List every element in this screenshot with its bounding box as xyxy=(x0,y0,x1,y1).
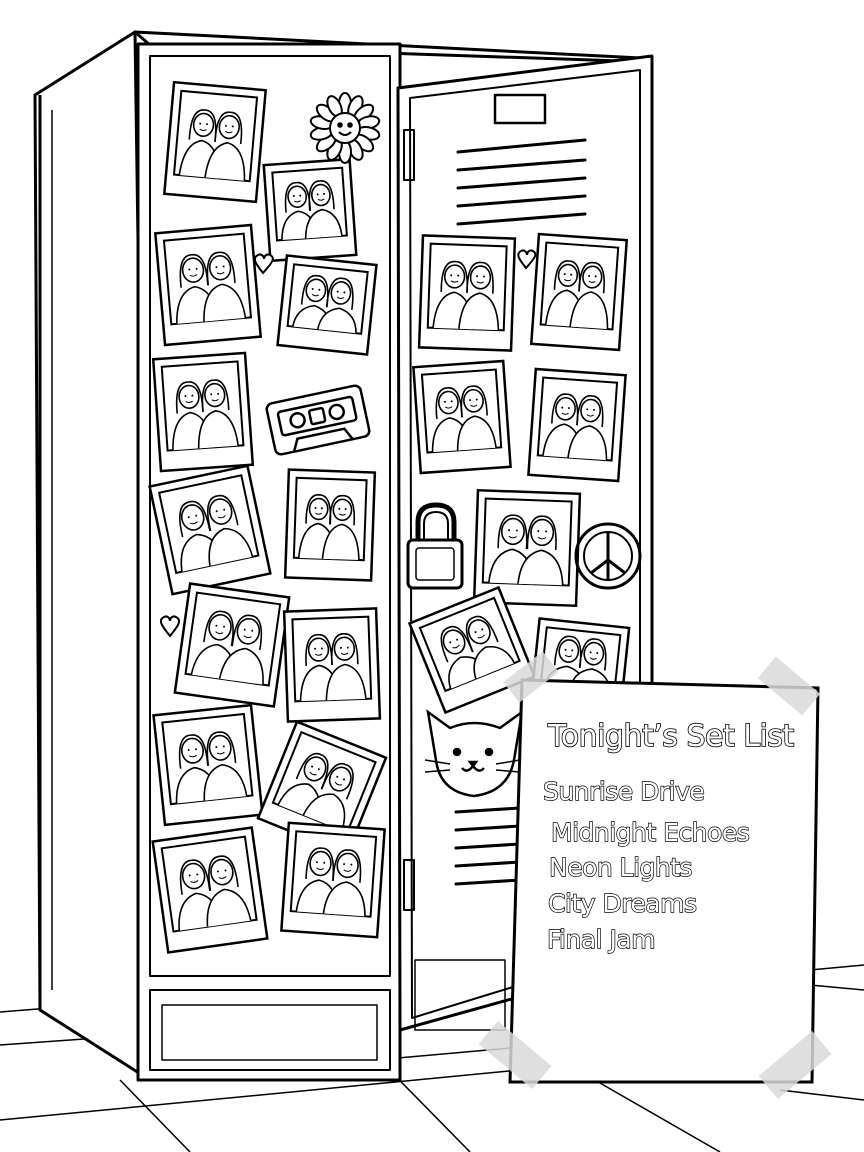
polaroid-photo xyxy=(529,232,629,352)
polaroid-photo xyxy=(527,367,627,483)
polaroid-photo xyxy=(151,351,255,473)
photo-collection xyxy=(148,80,631,954)
polaroid-photo xyxy=(151,826,269,954)
polaroid-photo xyxy=(283,468,377,582)
set-list-title: Tonight’s Set List xyxy=(547,719,794,754)
tape-bottom-right xyxy=(758,1031,832,1099)
polaroid-photo xyxy=(152,703,264,827)
polaroid-photo xyxy=(162,80,268,204)
polaroid-photo xyxy=(276,254,378,356)
cat-face-icon xyxy=(424,709,524,798)
padlock-icon xyxy=(406,502,464,590)
tape-bottom-left xyxy=(478,1021,552,1089)
set-list-song: Neon Lights xyxy=(549,853,692,882)
cassette-tape-icon xyxy=(265,384,371,456)
polaroid-photo xyxy=(148,464,272,596)
set-list-paper: Tonight’s Set List Sunrise Drive Midnigh… xyxy=(478,651,832,1099)
peace-sign-icon xyxy=(574,522,642,590)
polaroid-photo xyxy=(153,223,263,347)
polaroid-photo xyxy=(412,359,512,475)
polaroid-photo xyxy=(262,157,358,263)
set-list-song: Sunrise Drive xyxy=(543,777,704,806)
tape-top-right xyxy=(757,656,821,716)
polaroid-photo xyxy=(256,720,388,856)
door-vents-top xyxy=(456,138,587,226)
set-list-song: City Dreams xyxy=(548,889,697,918)
polaroid-photo xyxy=(472,488,582,608)
polaroid-photo xyxy=(282,607,382,723)
set-list-song: Midnight Echoes xyxy=(551,818,749,847)
tape-top-left xyxy=(503,651,559,703)
heart-icon xyxy=(517,249,537,270)
heart-icon xyxy=(159,615,181,638)
polaroid-photo xyxy=(407,585,537,715)
set-list-song: Final Jam xyxy=(547,925,655,954)
polaroid-photo xyxy=(280,821,386,939)
sunflower-icon xyxy=(309,92,381,164)
polaroid-photo xyxy=(173,582,291,708)
door-vents-bottom xyxy=(454,806,522,886)
polaroid-photo xyxy=(417,234,517,352)
heart-icon xyxy=(253,253,274,275)
